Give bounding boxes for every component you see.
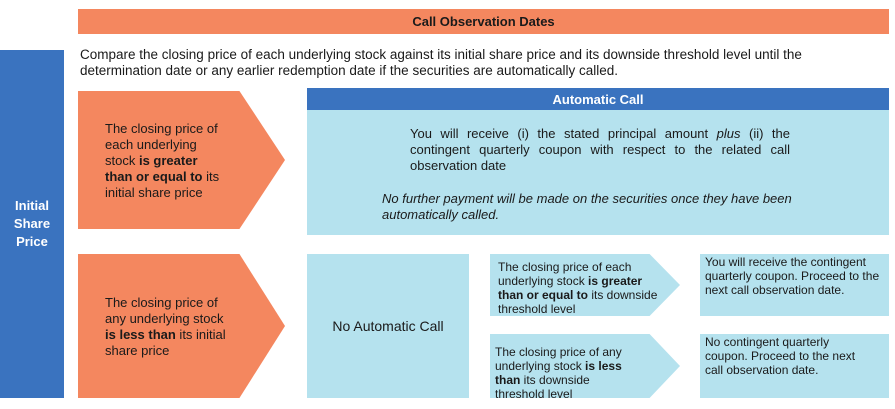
threshold-above-post: its downside threshold level [498, 288, 658, 316]
intro-text: Compare the closing price of each underl… [80, 47, 802, 78]
arrow-greater-or-equal [78, 91, 285, 229]
automatic-call-box [307, 110, 889, 235]
arrow-bottom-bold2: less than [115, 327, 176, 342]
arrow-bottom-post: its initial share price [105, 327, 226, 358]
threshold-above-text: The closing price of each underlying sto… [498, 260, 666, 316]
automatic-call-para-2: No further payment will be made on the s… [382, 191, 792, 222]
threshold-below-bold: is less than [495, 359, 622, 387]
outcome-coupon-box [700, 254, 889, 316]
outcome-no-coupon-text: No contingent quarterly coupon. Proceed … [705, 335, 856, 377]
arrow-top-pre: The closing price of each underlying sto… [105, 121, 218, 168]
threshold-below-post: its downside threshold level [495, 373, 590, 401]
arrow-threshold-less-than [490, 334, 680, 398]
threshold-below-text: The closing price of any underlying stoc… [495, 345, 635, 401]
sidebar-initial-share-price: Initial Share Price [0, 50, 64, 398]
sidebar-line-1: Initial [15, 198, 49, 213]
banner-call-observation-dates: Call Observation Dates [78, 9, 889, 34]
no-automatic-call-box: No Automatic Call [307, 254, 469, 398]
sidebar-line-2: Share [13, 216, 51, 231]
arrow-threshold-greater-or-equal [490, 254, 680, 316]
arrow-top-post: its initial share price [105, 169, 220, 200]
automatic-call-para-1: You will receive (i) the stated principa… [410, 126, 790, 174]
threshold-below-pre: The closing price of any underlying stoc… [495, 345, 622, 373]
auto-call-para1-pre: You will receive (i) the stated principa… [410, 126, 717, 141]
threshold-above-bold: is greater than or equal to [498, 274, 643, 302]
no-automatic-call-label: No Automatic Call [332, 318, 444, 334]
outcome-coupon-text: You will receive the contingent quarterl… [705, 255, 880, 297]
automatic-call-header: Automatic Call [307, 88, 889, 110]
auto-call-para1-post: (ii) the contingent quarterly coupon wit… [410, 126, 790, 173]
threshold-above-pre: The closing price of each underlying sto… [498, 260, 632, 288]
arrow-less-than [78, 254, 285, 398]
arrow-bottom-pre: The closing price of any underlying stoc… [105, 295, 224, 326]
auto-call-para1-em: plus [716, 126, 741, 141]
arrow-greater-or-equal-text: The closing price of each underlying sto… [105, 121, 220, 201]
arrow-less-than-text: The closing price of any underlying stoc… [105, 295, 237, 359]
banner-title: Call Observation Dates [412, 14, 555, 29]
automatic-call-title: Automatic Call [552, 91, 644, 107]
sidebar-line-3: Price [16, 234, 48, 249]
outcome-no-coupon-box [700, 334, 889, 398]
arrow-bottom-bold1: is [105, 327, 116, 342]
arrow-top-bold: is greater than or equal to [105, 153, 203, 184]
